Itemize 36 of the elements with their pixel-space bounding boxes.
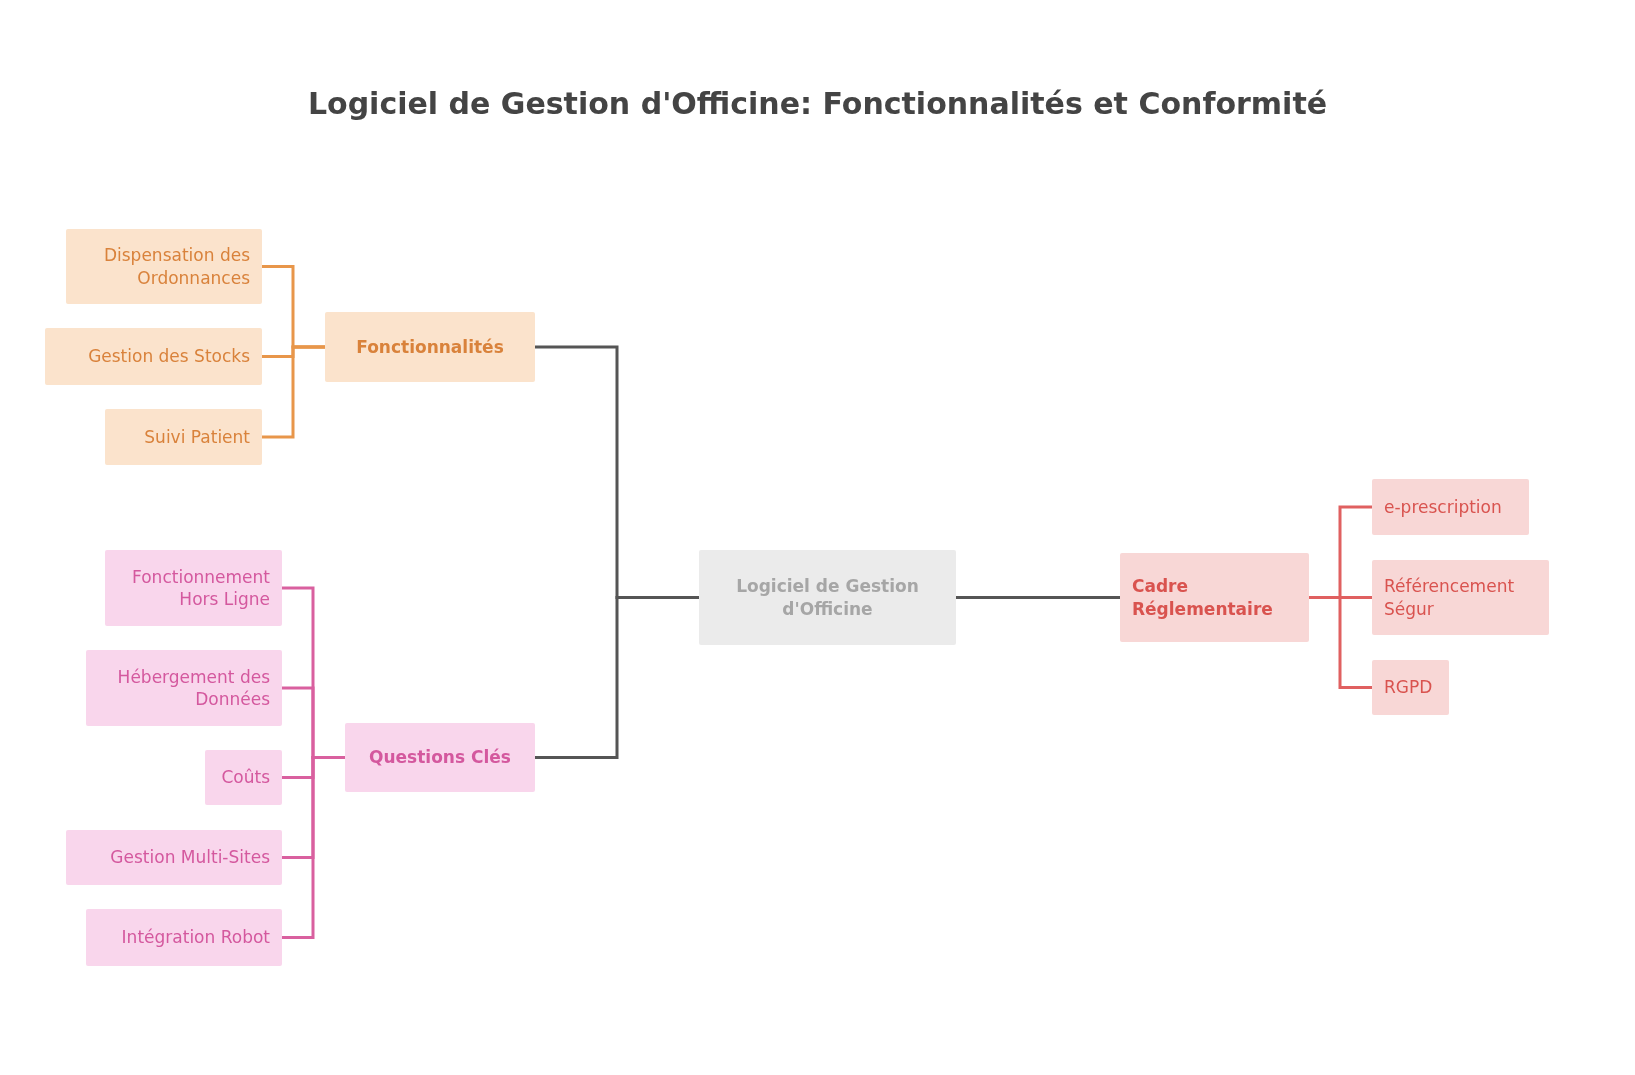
topic-label: Gestion des Stocks bbox=[88, 345, 250, 368]
topic-label: Suivi Patient bbox=[144, 425, 250, 449]
topic-box bbox=[1372, 560, 1549, 635]
topic-label: Dispensation des Ordonnances bbox=[102, 244, 250, 289]
topic-label: Fonctionnalités bbox=[356, 335, 504, 359]
connector-line bbox=[956, 596, 1120, 599]
topic-label: Référencement Ségur bbox=[1384, 575, 1516, 620]
topic-box bbox=[345, 723, 535, 792]
diagram-title: Logiciel de Gestion d'Officine: Fonctionnalités et Conformité bbox=[306, 86, 1329, 121]
topic-label: Logiciel de Gestion d'Officine bbox=[735, 575, 920, 620]
topic-label: Gestion Multi-Sites bbox=[110, 846, 270, 869]
topic-box bbox=[205, 750, 282, 805]
topic-box bbox=[45, 328, 262, 385]
connector-line bbox=[282, 756, 345, 939]
topic-box bbox=[325, 312, 535, 382]
topic-label: RGPD bbox=[1384, 676, 1433, 699]
topic-label: Fonctionnement Hors Ligne bbox=[131, 565, 270, 611]
topic-label: e-prescription bbox=[1384, 495, 1502, 519]
topic-label: Questions Clés bbox=[369, 746, 511, 769]
topic-box bbox=[699, 550, 956, 645]
topic-box bbox=[86, 650, 282, 726]
topic-box bbox=[105, 550, 282, 626]
topic-label: Cadre Réglementaire bbox=[1132, 575, 1274, 620]
topic-box bbox=[1372, 660, 1449, 715]
topic-box bbox=[86, 909, 282, 966]
connector-line bbox=[1309, 596, 1372, 689]
topic-box bbox=[66, 229, 262, 304]
topic-box bbox=[1120, 553, 1309, 642]
topic-box bbox=[1372, 479, 1529, 535]
topic-box bbox=[105, 409, 262, 465]
connector-line bbox=[262, 345, 325, 439]
topic-label: Coûts bbox=[221, 766, 270, 789]
topic-box bbox=[66, 830, 282, 885]
connector-line bbox=[535, 596, 699, 759]
topic-label: Intégration Robot bbox=[121, 926, 270, 949]
topic-label: Hébergement des Données bbox=[116, 665, 270, 711]
